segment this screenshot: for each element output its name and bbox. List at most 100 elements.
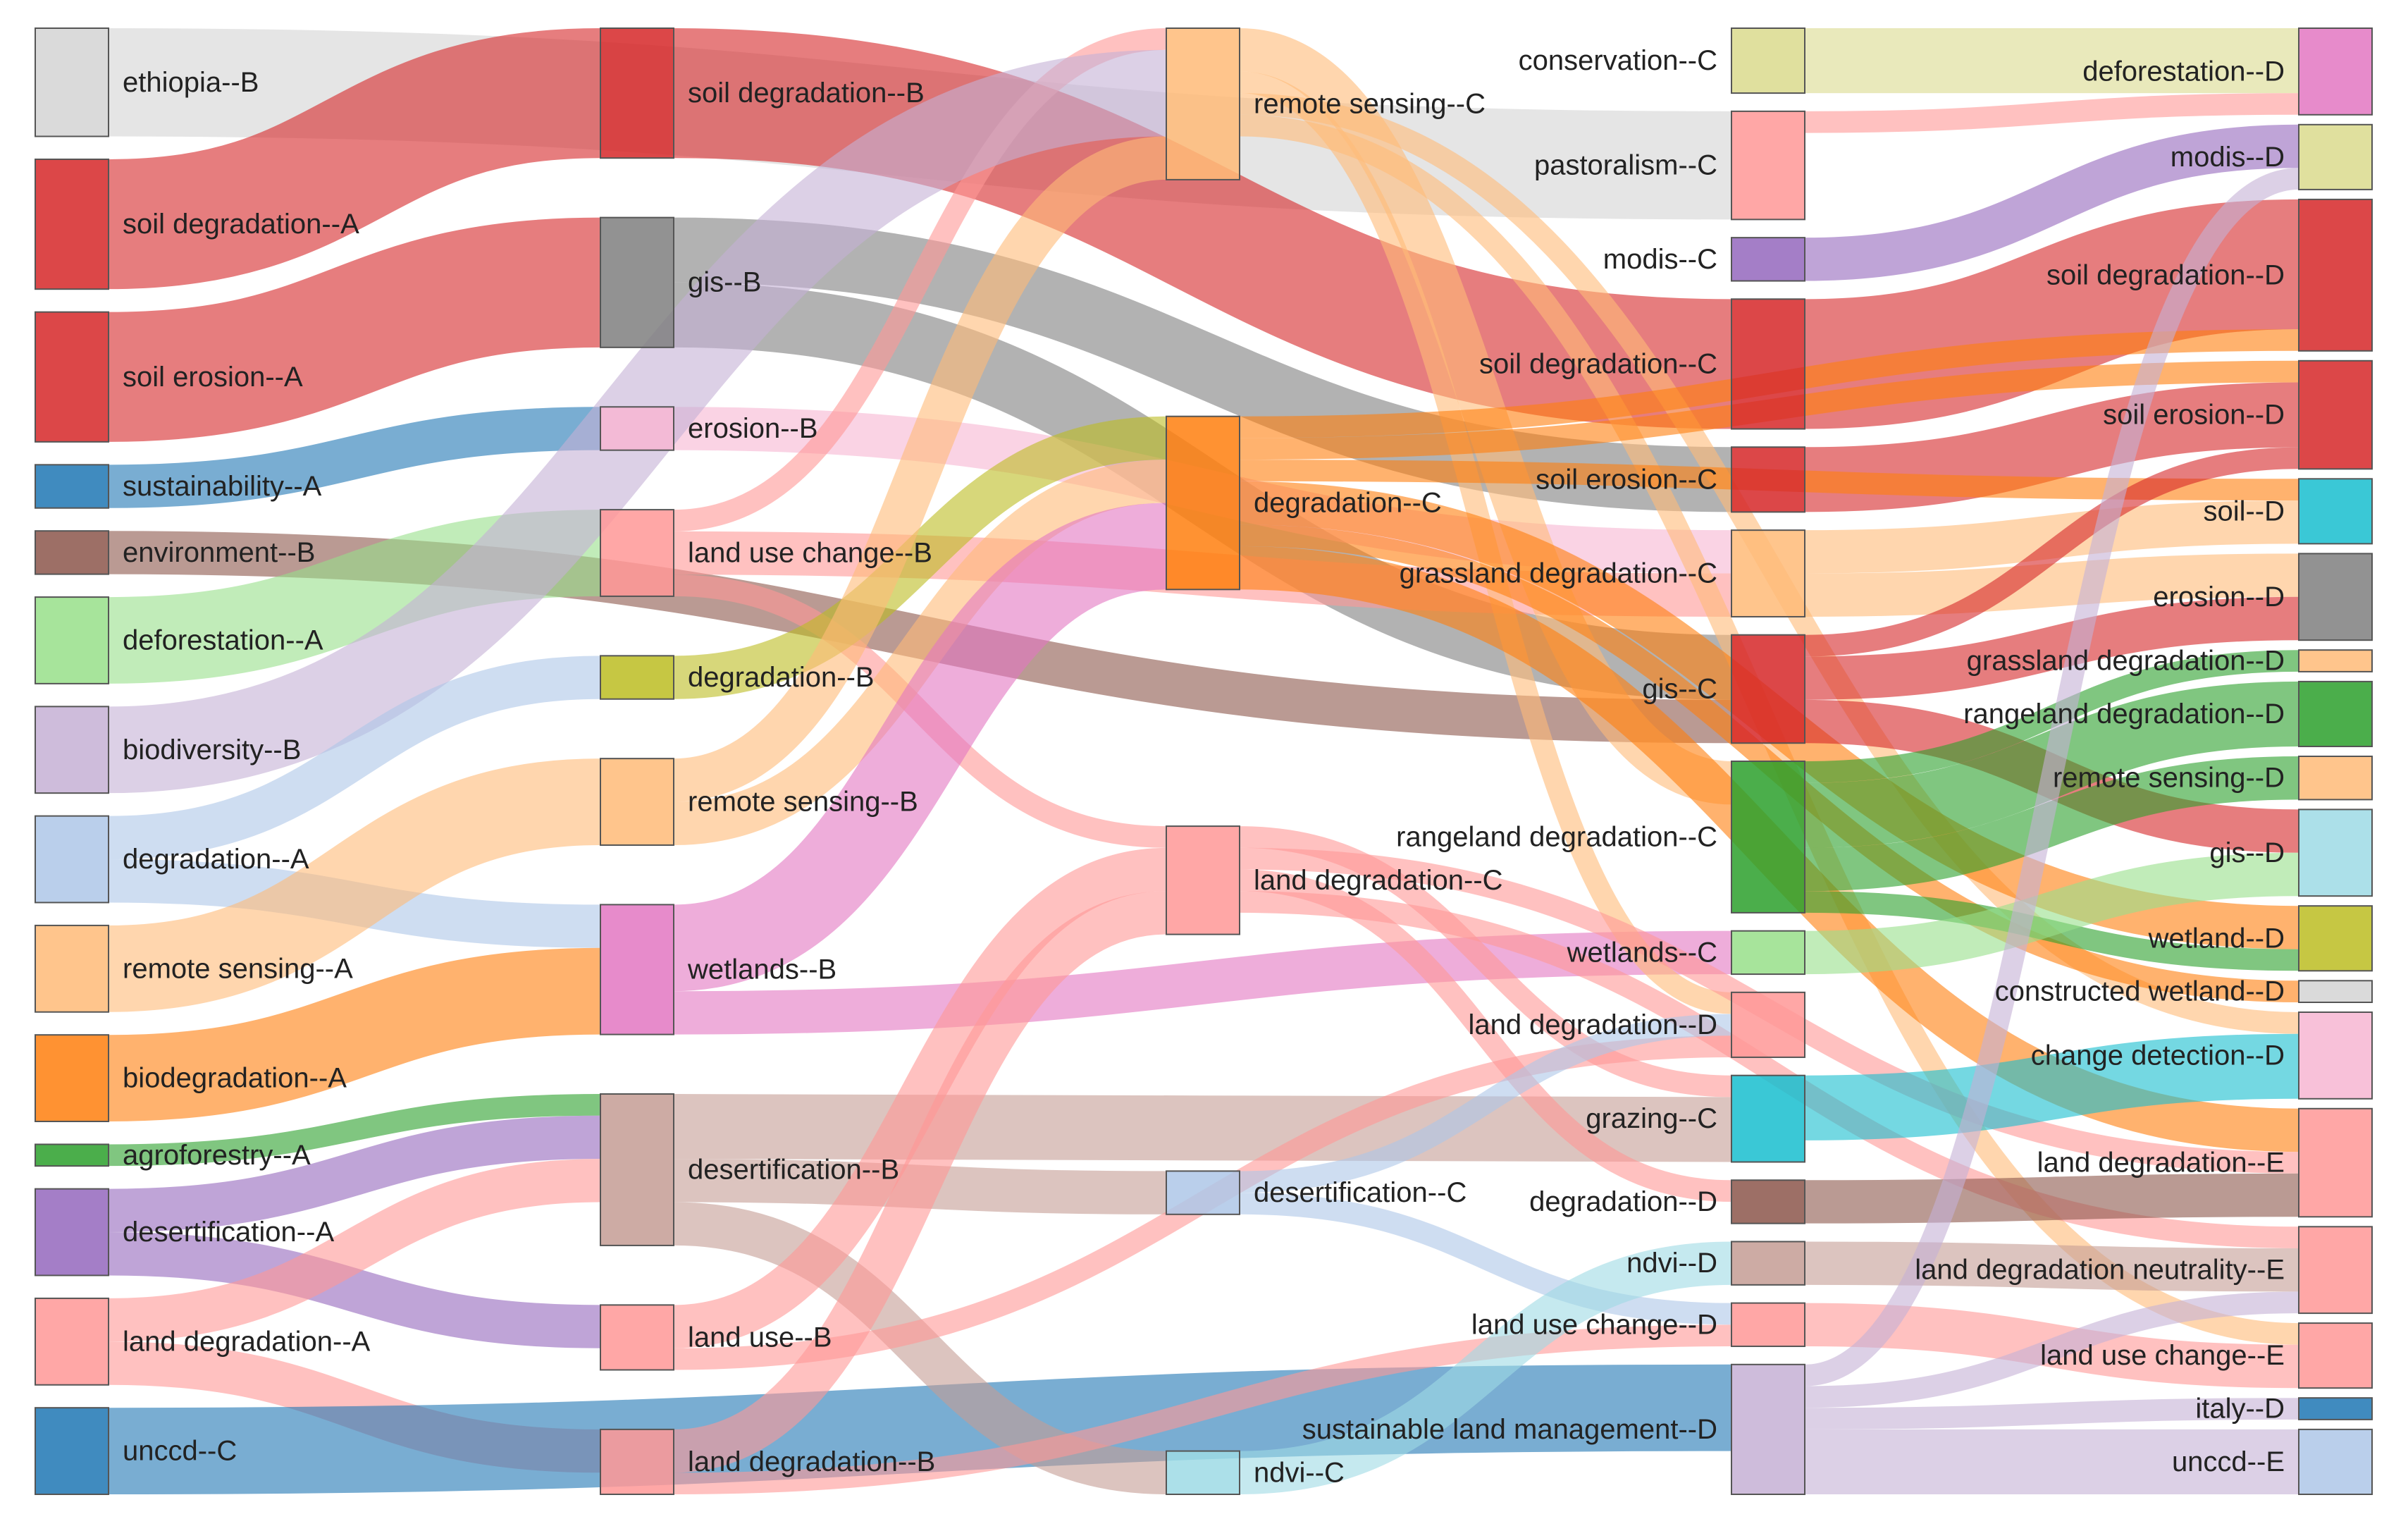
node-remote-sensing--C[interactable] — [1166, 27, 1240, 180]
node-sustainability--A[interactable] — [35, 464, 109, 509]
node-remote-sensing--D[interactable] — [2298, 756, 2373, 801]
label-wetlands--B: wetlands--B — [687, 954, 836, 985]
node-land-use-change--E[interactable] — [2298, 1322, 2373, 1389]
node-gis--C[interactable] — [1731, 634, 1805, 744]
label-land-use--B: land use--B — [688, 1322, 832, 1353]
node-deforestation--D[interactable] — [2298, 27, 2373, 116]
node-erosion--D[interactable] — [2298, 553, 2373, 641]
label-remote-sensing--D: remote sensing--D — [2053, 763, 2285, 794]
node-wetlands--B[interactable] — [600, 904, 674, 1035]
node-soil-degradation--D[interactable] — [2298, 198, 2373, 352]
node-soil-erosion--A[interactable] — [35, 311, 109, 443]
link-desertification--A-to-land-use--B — [108, 1232, 601, 1348]
node-modis--C[interactable] — [1731, 237, 1805, 282]
node-desertification--A[interactable] — [35, 1188, 109, 1277]
node-degradation--C[interactable] — [1166, 415, 1240, 591]
node-pastoralism--C[interactable] — [1731, 110, 1805, 221]
node-unccd--C[interactable] — [35, 1407, 109, 1495]
label-desertification--C: desertification--C — [1254, 1177, 1467, 1208]
node-biodegradation--A[interactable] — [35, 1034, 109, 1122]
link-ndvi--C-to-ndvi--D — [1239, 1241, 1732, 1494]
link-land-use--B-to-land-degradation--C — [673, 847, 1167, 1348]
node-degradation--D[interactable] — [1731, 1179, 1805, 1224]
node-rangeland-degradation--D[interactable] — [2298, 680, 2373, 748]
node-land-degradation-neutrality--E[interactable] — [2298, 1226, 2373, 1315]
node-soil-degradation--C[interactable] — [1731, 298, 1805, 430]
node-remote-sensing--B[interactable] — [600, 758, 674, 846]
link-wetlands--B-to-wetlands--C — [673, 930, 1732, 1035]
label-degradation--C: degradation--C — [1254, 488, 1442, 519]
link-ndvi--D-to-land-degradation-neutrality--E — [1804, 1241, 2299, 1292]
label-gis--C: gis--C — [1642, 673, 1717, 704]
node-soil-erosion--C[interactable] — [1731, 446, 1805, 513]
link-degradation--B-to-degradation--C — [673, 416, 1167, 699]
node-gis--B[interactable] — [600, 216, 674, 348]
node-remote-sensing--A[interactable] — [35, 924, 109, 1013]
node-wetland--D[interactable] — [2298, 905, 2373, 972]
node-land-use--B[interactable] — [600, 1304, 674, 1371]
node-soil--D[interactable] — [2298, 478, 2373, 545]
label-soil-erosion--D: soil erosion--D — [2103, 400, 2285, 431]
label-gis--B: gis--B — [688, 267, 761, 298]
label-modis--C: modis--C — [1603, 244, 1717, 275]
node-ndvi--D[interactable] — [1731, 1241, 1805, 1286]
node-unccd--E[interactable] — [2298, 1428, 2373, 1496]
node-soil-degradation--A[interactable] — [35, 158, 109, 290]
node-environment--B[interactable] — [35, 530, 109, 575]
label-land-degradation--B: land degradation--B — [688, 1446, 935, 1477]
label-land-degradation--A: land degradation--A — [123, 1326, 371, 1357]
node-biodiversity--B[interactable] — [35, 706, 109, 794]
node-degradation--A[interactable] — [35, 815, 109, 904]
link-degradation--D-to-land-degradation--E — [1804, 1173, 2299, 1224]
label-land-use-change--E: land use change--E — [2040, 1340, 2285, 1371]
node-change-detection--D[interactable] — [2298, 1011, 2373, 1100]
node-gis--D[interactable] — [2298, 808, 2373, 897]
node-grazing--C[interactable] — [1731, 1074, 1805, 1163]
node-land-degradation--B[interactable] — [600, 1428, 674, 1496]
node-ethiopia--B[interactable] — [35, 27, 109, 137]
link-sustainable-land-management--D-to-italy--D — [1804, 1398, 2299, 1429]
node-land-degradation--C[interactable] — [1166, 825, 1240, 935]
node-sustainable-land-management--D[interactable] — [1731, 1363, 1805, 1496]
node-deforestation--A[interactable] — [35, 596, 109, 684]
node-agroforestry--A[interactable] — [35, 1143, 109, 1167]
node-desertification--C[interactable] — [1166, 1170, 1240, 1215]
label-land-degradation--C: land degradation--C — [1254, 865, 1503, 896]
link-remote-sensing--B-to-remote-sensing--C — [673, 136, 1167, 802]
node-land-use-change--D[interactable] — [1731, 1302, 1805, 1348]
node-grassland-degradation--C[interactable] — [1731, 529, 1805, 617]
link-wetlands--C-to-gis--D — [1804, 852, 2299, 975]
label-agroforestry--A: agroforestry--A — [123, 1140, 311, 1171]
label-soil-erosion--C: soil erosion--C — [1536, 464, 1717, 495]
label-soil-degradation--C: soil degradation--C — [1479, 348, 1717, 379]
node-grassland-degradation--D[interactable] — [2298, 649, 2373, 672]
label-unccd--E: unccd--E — [2172, 1446, 2285, 1477]
node-land-use-change--B[interactable] — [600, 509, 674, 597]
node-rangeland-degradation--C[interactable] — [1731, 761, 1805, 914]
node-land-degradation--A[interactable] — [35, 1297, 109, 1386]
node-italy--D[interactable] — [2298, 1397, 2373, 1420]
label-modis--D: modis--D — [2171, 142, 2285, 173]
link-grassland-degradation--C-to-soil--D — [1804, 500, 2299, 574]
link-soil-degradation--B-to-soil-degradation--C — [673, 28, 1732, 429]
node-soil-erosion--D[interactable] — [2298, 359, 2373, 470]
label-land-degradation--D: land degradation--D — [1468, 1009, 1717, 1040]
node-soil-degradation--B[interactable] — [600, 27, 674, 159]
node-land-degradation--D[interactable] — [1731, 991, 1805, 1058]
label-wetlands--C: wetlands--C — [1567, 937, 1717, 968]
node-desertification--B[interactable] — [600, 1093, 674, 1246]
node-constructed-wetland--D[interactable] — [2298, 980, 2373, 1004]
label-ndvi--D: ndvi--D — [1626, 1248, 1717, 1279]
label-grassland-degradation--D: grassland degradation--D — [1967, 646, 2285, 677]
node-conservation--C[interactable] — [1731, 27, 1805, 94]
node-degradation--B[interactable] — [600, 655, 674, 700]
link-biodegradation--A-to-wetlands--B — [108, 947, 601, 1121]
node-erosion--B[interactable] — [600, 406, 674, 451]
node-ndvi--C[interactable] — [1166, 1450, 1240, 1496]
node-wetlands--C[interactable] — [1731, 930, 1805, 976]
label-degradation--B: degradation--B — [688, 662, 875, 693]
node-land-degradation--E[interactable] — [2298, 1107, 2373, 1218]
node-modis--D[interactable] — [2298, 123, 2373, 190]
link-grazing--C-to-change-detection--D — [1804, 1033, 2299, 1140]
